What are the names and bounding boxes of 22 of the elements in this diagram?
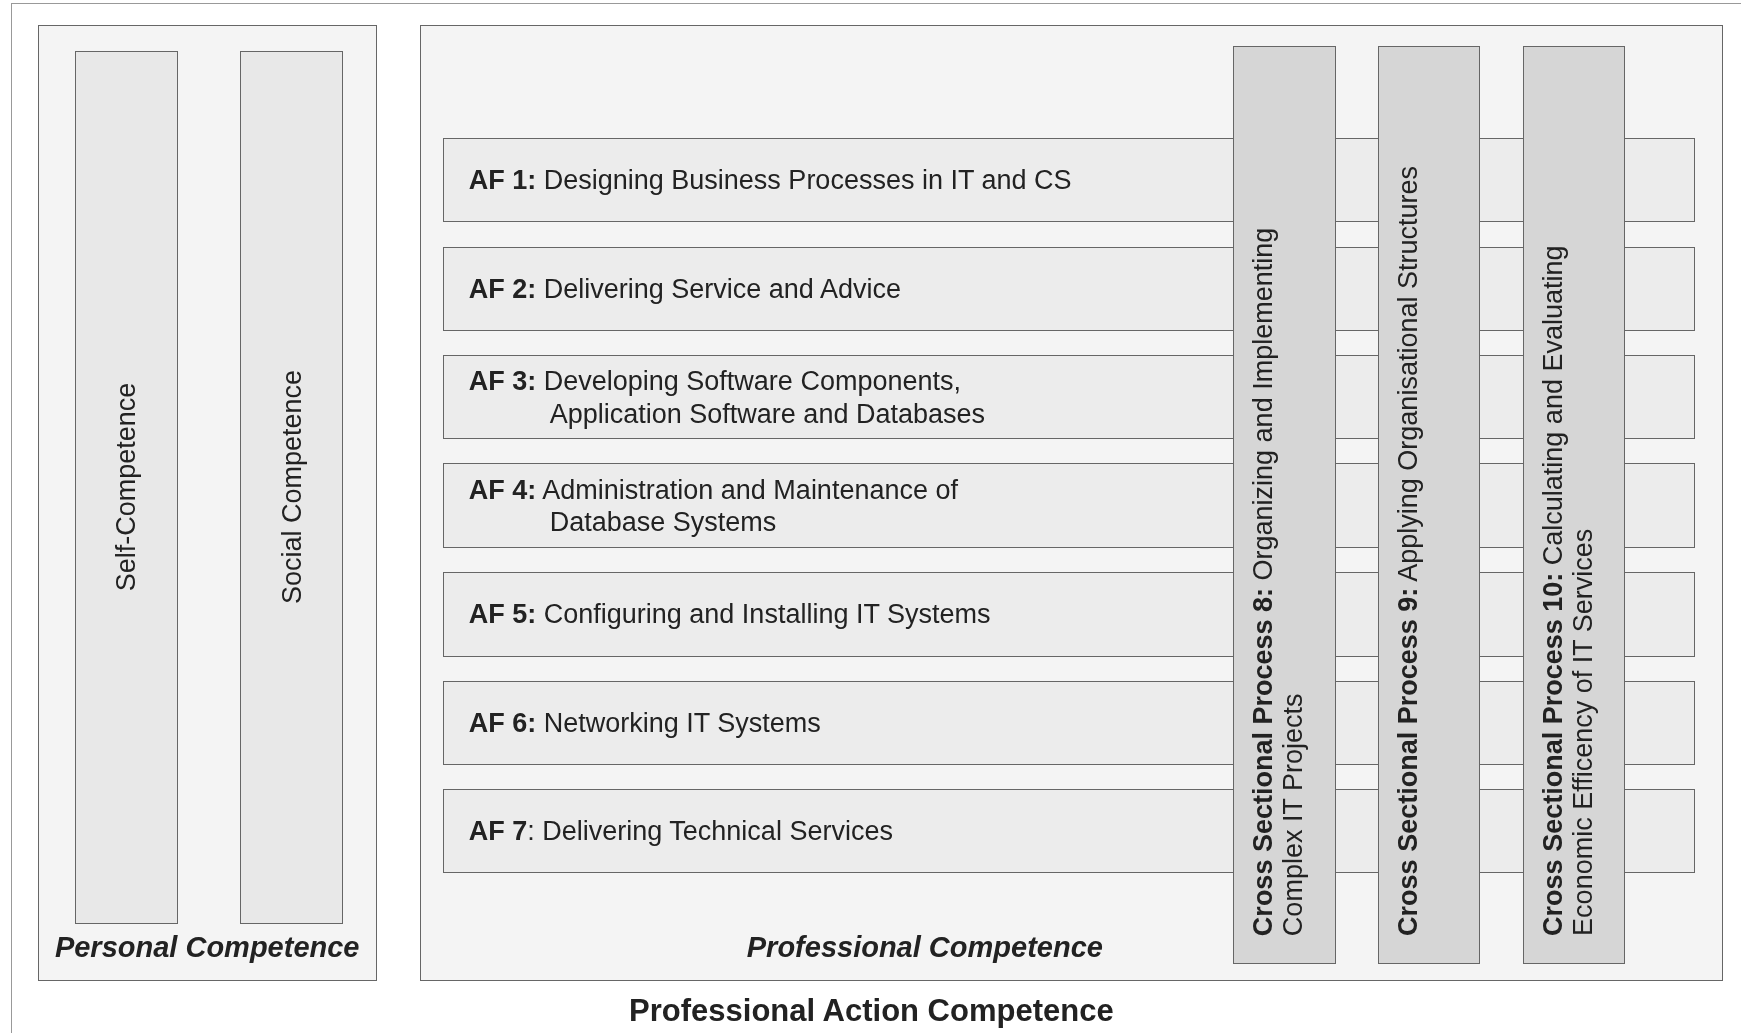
bar-label: AF 3: Developing Software Components, Application Software and Databases xyxy=(468,364,986,430)
competence-panel xyxy=(37,25,377,982)
cross-process-bar xyxy=(1232,46,1336,964)
bar-label: Cross Sectional Process 9: Applying Organisational Structures xyxy=(1393,165,1424,936)
competence-panel xyxy=(420,25,1723,982)
bar-label: Cross Sectional Process 8: Organizing and Implementing Complex IT Projects xyxy=(1247,226,1308,936)
bar-label: AF 5: Configuring and Installing IT Systems xyxy=(468,598,991,631)
bar-label: AF 2: Delivering Service and Advice xyxy=(468,272,901,305)
bar-label: AF 4: Administration and Maintenance of Database Systems xyxy=(468,473,959,538)
competence-bar xyxy=(75,50,178,924)
cross-process-bar xyxy=(1378,46,1481,964)
panel-title: Personal Competence xyxy=(54,931,360,965)
bar-label: AF 6: Networking IT Systems xyxy=(468,706,821,740)
frame-title: Professional Action Competence xyxy=(629,992,1114,1029)
cross-process-bar xyxy=(1522,46,1625,964)
bar-label: Cross Sectional Process 10: Calculating and Evaluating Economic Efficency of IT Services xyxy=(1537,244,1599,936)
bar-label: AF 7: Delivering Technical Services xyxy=(468,815,893,848)
bar-label: AF 1: Designing Business Processes in IT and CS xyxy=(468,163,1072,196)
competence-bar xyxy=(239,50,344,924)
bar-label: Social Competence xyxy=(276,370,308,605)
panel-title: Professional Competence xyxy=(746,931,1103,965)
bar-label: Self-Competence xyxy=(110,382,142,592)
